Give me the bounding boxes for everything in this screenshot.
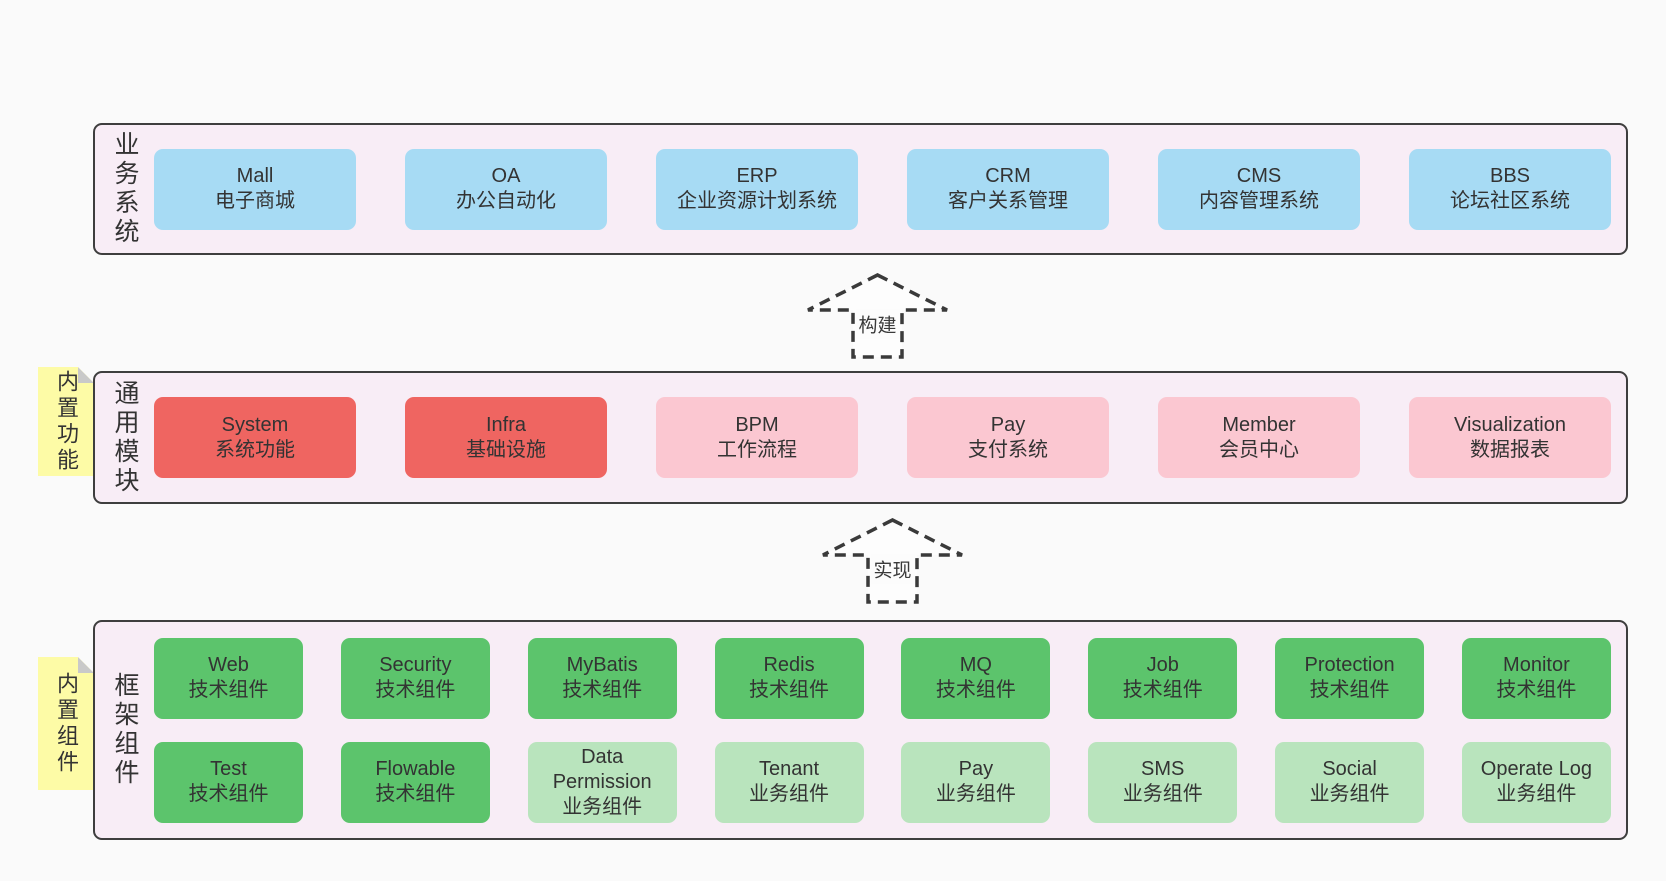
sticky-note-label: 内置组件 [54, 671, 79, 776]
layer-label: 业务系统 [111, 131, 139, 247]
node-monitor: Monitor 技术组件 [1461, 637, 1611, 719]
node-mall: Mall 电子商城 [154, 148, 356, 230]
sticky-note-built-in-features: 内置功能 [38, 367, 94, 476]
node-sms: SMS 业务组件 [1088, 741, 1238, 823]
layer-boxes: Web 技术组件 Security 技术组件 MyBatis 技术组件 Redi… [154, 622, 1626, 838]
node-infra: Infra 基础设施 [405, 397, 607, 478]
folded-corner [78, 367, 94, 383]
implement-arrow: 实现 [820, 517, 965, 605]
sticky-note-label: 内置功能 [54, 369, 79, 474]
folded-corner [78, 657, 94, 673]
layer-boxes: Mall 电子商城 OA 办公自动化 ERP 企业资源计划系统 CRM 客户关系… [154, 125, 1626, 253]
node-tenant: Tenant 业务组件 [714, 741, 864, 823]
node-system: System 系统功能 [154, 397, 356, 478]
layer-business-systems: 业务系统 Mall 电子商城 OA 办公自动化 ERP 企业资源计划系统 CRM… [93, 123, 1628, 255]
node-visualization: Visualization 数据报表 [1409, 397, 1611, 478]
node-mq: MQ 技术组件 [901, 637, 1051, 719]
node-bbs: BBS 论坛社区系统 [1409, 148, 1611, 230]
node-redis: Redis 技术组件 [714, 637, 864, 719]
node-member: Member 会员中心 [1158, 397, 1360, 478]
node-cms: CMS 内容管理系统 [1158, 148, 1360, 230]
arrow-label: 构建 [855, 309, 900, 339]
node-flowable: Flowable 技术组件 [340, 741, 490, 823]
node-crm: CRM 客户关系管理 [907, 148, 1109, 230]
layer-common-modules: 通用模块 System 系统功能 Infra 基础设施 BPM 工作流程 Pay… [93, 371, 1628, 504]
node-job: Job 技术组件 [1088, 637, 1238, 719]
sticky-note-built-in-components: 内置组件 [38, 657, 94, 790]
node-pay-system: Pay 支付系统 [907, 397, 1109, 478]
node-web: Web 技术组件 [154, 637, 303, 719]
component-row-2: Test 技术组件 Flowable 技术组件 Data Permission … [154, 741, 1611, 823]
node-bpm: BPM 工作流程 [656, 397, 858, 478]
layer-framework-components: 框架组件 Web 技术组件 Security 技术组件 MyBatis 技术组件… [93, 620, 1628, 840]
node-security: Security 技术组件 [340, 637, 490, 719]
node-mybatis: MyBatis 技术组件 [527, 637, 677, 719]
node-data-permission: Data Permission 业务组件 [527, 741, 677, 823]
node-operate-log: Operate Log 业务组件 [1461, 741, 1611, 823]
build-arrow: 构建 [805, 272, 950, 360]
node-oa: OA 办公自动化 [405, 148, 607, 230]
layer-label: 框架组件 [111, 672, 139, 788]
node-protection: Protection 技术组件 [1275, 637, 1425, 719]
node-erp: ERP 企业资源计划系统 [656, 148, 858, 230]
arrow-label: 实现 [870, 554, 915, 584]
layer-boxes: System 系统功能 Infra 基础设施 BPM 工作流程 Pay 支付系统… [154, 373, 1626, 502]
node-pay-component: Pay 业务组件 [901, 741, 1051, 823]
node-social: Social 业务组件 [1275, 741, 1425, 823]
layer-label: 通用模块 [111, 379, 139, 496]
component-row-1: Web 技术组件 Security 技术组件 MyBatis 技术组件 Redi… [154, 637, 1611, 719]
node-test: Test 技术组件 [154, 741, 303, 823]
